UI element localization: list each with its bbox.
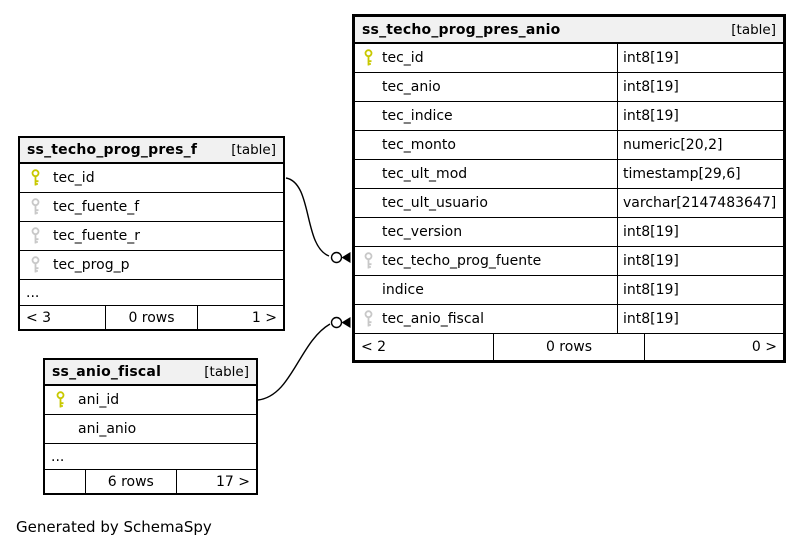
row-count: 0 rows xyxy=(492,334,646,360)
pager-prev xyxy=(45,470,85,493)
pager-next[interactable]: 0 > xyxy=(751,339,778,355)
column-row: tec_id xyxy=(20,164,283,193)
pager-next[interactable]: 1 > xyxy=(251,309,277,326)
column-name: tec_ult_mod xyxy=(382,166,468,182)
column-type: int8[19] xyxy=(623,224,679,240)
column-row: tec_version int8[19] xyxy=(355,218,783,247)
arrowhead-icon xyxy=(341,317,351,328)
pager-prev[interactable]: < 3 xyxy=(26,309,52,326)
column-name: tec_indice xyxy=(382,108,453,124)
table-type-badge: [table] xyxy=(231,142,276,158)
column-name: tec_anio xyxy=(382,79,441,95)
generated-by-note: Generated by SchemaSpy xyxy=(16,518,212,536)
primary-key-icon xyxy=(30,169,41,187)
column-row: tec_id int8[19] xyxy=(355,44,783,73)
table-ss_anio_fiscal: ss_anio_fiscal [table] ani_id ani_anio .… xyxy=(43,358,258,495)
column-type: int8[19] xyxy=(623,282,679,298)
column-name: tec_version xyxy=(382,224,463,240)
column-name: tec_fuente_f xyxy=(53,199,140,215)
column-row: tec_anio_fiscal int8[19] xyxy=(355,305,783,334)
table-ss_techo_prog_pres_anio: ss_techo_prog_pres_anio [table] tec_id i… xyxy=(352,14,786,363)
column-name: indice xyxy=(382,282,424,298)
table-name[interactable]: ss_techo_prog_pres_f xyxy=(27,142,198,158)
table-name[interactable]: ss_techo_prog_pres_anio xyxy=(362,21,561,38)
column-type: numeric[20,2] xyxy=(623,137,723,153)
column-name: tec_prog_p xyxy=(53,257,130,273)
table-header[interactable]: ss_techo_prog_pres_anio [table] xyxy=(355,17,783,44)
table-header[interactable]: ss_anio_fiscal [table] xyxy=(45,360,256,386)
table-pagination: 6 rows 17 > xyxy=(45,470,256,493)
table-pagination: < 2 0 rows 0 > xyxy=(355,334,783,360)
table-type-badge: [table] xyxy=(731,21,776,38)
pager-next[interactable]: 17 > xyxy=(216,473,250,490)
relationship-edge-pres-f-to-anio xyxy=(285,177,351,264)
row-count: 6 rows xyxy=(85,470,177,493)
column-name: tec_monto xyxy=(382,137,456,153)
column-name: tec_fuente_r xyxy=(53,228,140,244)
column-row: ani_id xyxy=(45,386,256,415)
column-row: tec_prog_p xyxy=(20,251,283,280)
column-name: tec_id xyxy=(53,170,95,186)
more-columns-ellipsis: ... xyxy=(45,444,256,470)
column-type: int8[19] xyxy=(623,79,679,95)
more-columns-ellipsis: ... xyxy=(20,280,283,306)
column-row: tec_monto numeric[20,2] xyxy=(355,131,783,160)
table-header[interactable]: ss_techo_prog_pres_f [table] xyxy=(20,138,283,164)
column-row: tec_techo_prog_fuente int8[19] xyxy=(355,247,783,276)
primary-key-icon xyxy=(363,49,374,67)
foreign-key-icon xyxy=(30,227,41,245)
column-type: int8[19] xyxy=(623,253,679,269)
column-row: tec_fuente_f xyxy=(20,193,283,222)
row-count: 0 rows xyxy=(104,306,199,329)
foreign-key-icon xyxy=(363,310,374,328)
column-row: tec_fuente_r xyxy=(20,222,283,251)
column-name: tec_ult_usuario xyxy=(382,195,488,211)
column-row: ani_anio xyxy=(45,415,256,444)
pager-prev[interactable]: < 2 xyxy=(361,339,387,355)
foreign-key-icon xyxy=(30,256,41,274)
odot-connector-icon xyxy=(330,316,343,329)
foreign-key-icon xyxy=(363,252,374,270)
column-type: int8[19] xyxy=(623,108,679,124)
primary-key-icon xyxy=(55,391,66,409)
column-name: ani_anio xyxy=(78,421,137,437)
column-row: tec_ult_usuario varchar[2147483647] xyxy=(355,189,783,218)
odot-connector-icon xyxy=(330,251,343,264)
column-type: int8[19] xyxy=(623,311,679,327)
column-name: ani_id xyxy=(78,392,120,408)
column-name: tec_id xyxy=(382,50,424,66)
column-row: indice int8[19] xyxy=(355,276,783,305)
column-type: timestamp[29,6] xyxy=(623,166,741,182)
column-type: varchar[2147483647] xyxy=(623,195,777,211)
table-name[interactable]: ss_anio_fiscal xyxy=(52,364,162,380)
foreign-key-icon xyxy=(30,198,41,216)
column-row: tec_indice int8[19] xyxy=(355,102,783,131)
arrowhead-icon xyxy=(341,252,351,263)
column-row: tec_anio int8[19] xyxy=(355,73,783,102)
column-type: int8[19] xyxy=(623,50,679,66)
column-name: tec_anio_fiscal xyxy=(382,311,484,327)
table-type-badge: [table] xyxy=(204,364,249,380)
column-name: tec_techo_prog_fuente xyxy=(382,253,542,269)
column-row: tec_ult_mod timestamp[29,6] xyxy=(355,160,783,189)
table-pagination: < 3 0 rows 1 > xyxy=(20,306,283,329)
table-ss_techo_prog_pres_f: ss_techo_prog_pres_f [table] tec_id tec_… xyxy=(18,136,285,331)
